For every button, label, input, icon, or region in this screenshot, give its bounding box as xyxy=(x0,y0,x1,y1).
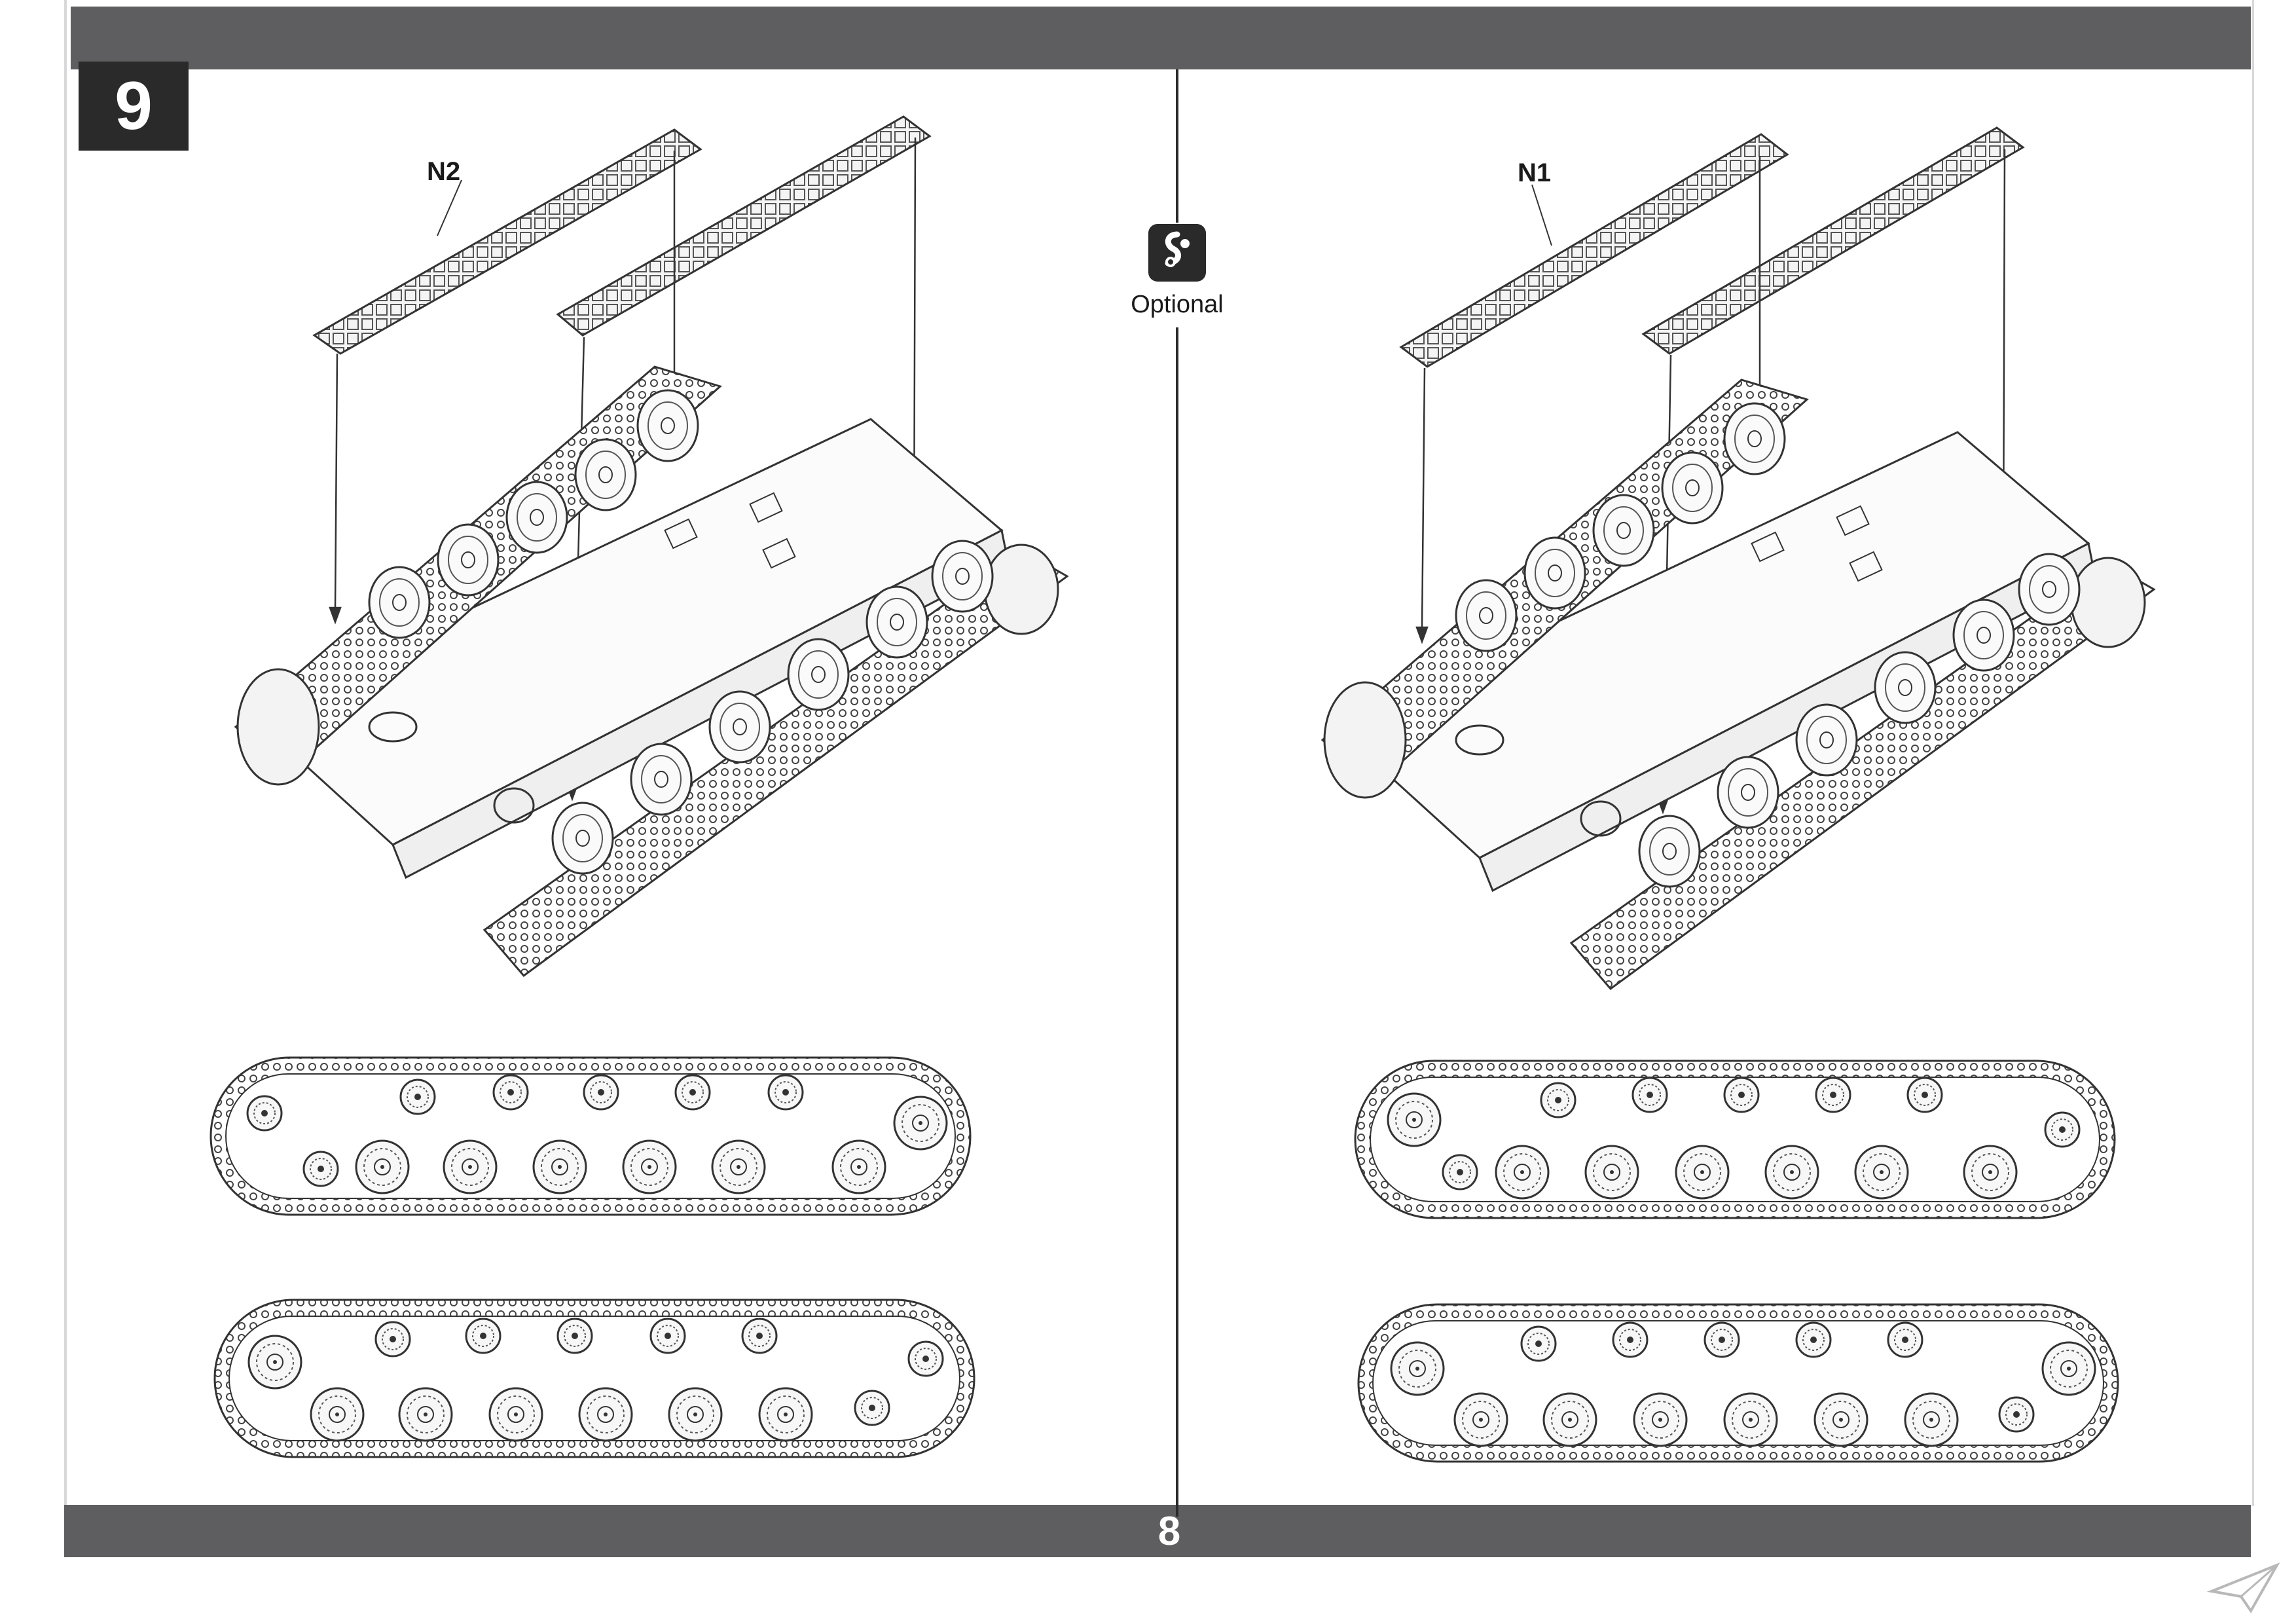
left-side-view-top xyxy=(210,1056,972,1216)
left-hull-isometric xyxy=(234,365,1069,978)
paper-plane-logo-icon xyxy=(2206,1562,2280,1614)
top-header-band xyxy=(71,7,2251,69)
optional-parts-icon xyxy=(1148,224,1206,282)
optional-label: Optional xyxy=(1131,291,1224,318)
page-number: 8 xyxy=(1157,1508,1181,1554)
left-track-runs xyxy=(312,115,932,355)
left-page-edge xyxy=(64,0,67,1506)
right-side-view-bottom xyxy=(1357,1303,2119,1463)
left-side-view-bottom xyxy=(213,1299,975,1458)
bottom-footer-band xyxy=(64,1505,2251,1557)
right-side-view-top xyxy=(1354,1060,2116,1219)
part-callout-n1: N1 xyxy=(1518,158,1552,187)
step-number: 9 xyxy=(115,67,153,144)
right-track-runs xyxy=(1399,126,2025,368)
center-divider-line xyxy=(1176,69,1178,1517)
part-callout-n2: N2 xyxy=(427,157,461,186)
right-hull-isometric xyxy=(1321,378,2156,991)
right-page-edge xyxy=(2252,0,2254,1506)
optional-marker: Optional xyxy=(1106,223,1248,327)
step-number-badge: 9 xyxy=(79,62,189,151)
